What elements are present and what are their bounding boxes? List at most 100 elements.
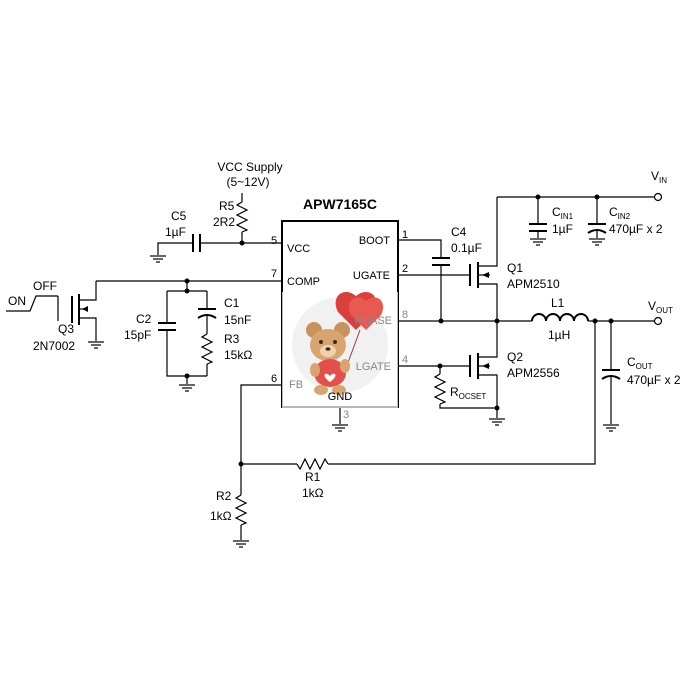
c5-ground-icon: [150, 255, 166, 263]
q3-shutdown-switch: ON OFF Q3 2N7002: [6, 279, 104, 353]
vout-sense-wire: [328, 321, 596, 465]
cout-value: 470µF x 2: [627, 373, 681, 387]
feedback-divider: R1 1kΩ R2 1kΩ: [210, 321, 596, 548]
phase-boot-junction: [438, 318, 444, 324]
r2-ground-icon: [233, 540, 249, 548]
r2-ref: R2: [216, 489, 232, 503]
q1-value: APM2510: [507, 277, 560, 291]
c2-value: 15pF: [124, 328, 151, 342]
q3-value: 2N7002: [33, 339, 75, 353]
cin1-ref: CIN1: [552, 205, 574, 221]
pin-3-number: 3: [343, 409, 349, 421]
q3-ground-icon: [88, 341, 104, 349]
bear-nose: [325, 347, 331, 351]
q1-source-wire: [478, 283, 498, 321]
q3-arrow: [82, 306, 88, 312]
bear-muzzle: [320, 345, 336, 357]
q2-source-wire: [478, 374, 498, 418]
vout-terminal: [653, 316, 663, 326]
r1-ref: R1: [305, 470, 321, 484]
fb-pin-wire: [240, 384, 282, 495]
r3-value: 15kΩ: [224, 348, 252, 362]
q2-ref: Q2: [507, 350, 523, 364]
phase-and-output: L1 1µH VOUT COUT 470µF x 2: [398, 296, 681, 432]
pin-gnd-label-overlay: GND: [328, 391, 353, 403]
vin-label-sub: IN: [659, 176, 667, 185]
cout-ref-main: C: [627, 355, 636, 369]
vin-rail: VIN CIN1 1µF CIN2 470µF x 2: [497, 169, 667, 246]
q1-ref: Q1: [507, 261, 523, 275]
boot-wire: [398, 239, 442, 258]
pin-8-number: 8: [402, 309, 408, 321]
l1-ref: L1: [551, 296, 565, 310]
fb-junction: [238, 461, 244, 467]
teddy-bear-with-balloons-icon: [282, 291, 398, 408]
vout-label-sub: OUT: [656, 306, 673, 315]
cin2-ref: CIN2: [609, 205, 631, 221]
c5-ground-wire: [157, 242, 193, 255]
on-off-signal-wire: [6, 295, 58, 312]
q3-drain-wire: [79, 281, 97, 301]
cin2-value: 470µF x 2: [609, 222, 663, 236]
r3-ref: R3: [224, 332, 240, 346]
cin1-ground-icon: [530, 238, 546, 246]
q2-drain-wire: [478, 321, 498, 358]
r1-resistor: [296, 457, 329, 471]
rocset-bottom-wire: [439, 404, 497, 409]
r2-value: 1kΩ: [210, 509, 232, 523]
r5-value: 2R2: [213, 215, 235, 229]
bear-arm-left: [310, 363, 320, 377]
vout-label: VOUT: [648, 299, 673, 315]
cout-ref-sub: OUT: [636, 362, 653, 371]
cin2-ref-main: C: [609, 205, 618, 219]
cout-ref: COUT: [627, 355, 653, 371]
cin1-ref-main: C: [552, 205, 561, 219]
r3-resistor: [200, 333, 214, 365]
rocset-resistor: [433, 373, 447, 405]
r2-resistor: [234, 494, 248, 526]
r1-value: 1kΩ: [302, 486, 324, 500]
q2-ground-icon: [489, 418, 505, 426]
r5-resistor: [235, 201, 249, 233]
q2-value: APM2556: [507, 366, 560, 380]
pin-1-number: 1: [402, 229, 408, 241]
pin-5-number: 5: [271, 235, 277, 247]
vout-label-main: V: [648, 299, 656, 313]
rocset-junction: [494, 405, 500, 411]
cin2-ground-icon: [589, 238, 605, 246]
bear-shirt: [314, 359, 346, 387]
pin-phase-label-overlay: PHASE: [355, 315, 392, 327]
vcc-supply-network: VCC Supply (5~12V) R5 2R2 C5 1µF: [150, 160, 283, 263]
bear-leg-right: [332, 385, 346, 395]
l1-value: 1µH: [548, 328, 570, 342]
vcc-supply-label: VCC Supply: [217, 160, 282, 174]
bear-eye-left: [319, 340, 323, 344]
c4-value: 0.1µF: [451, 241, 482, 255]
ic-ground: [332, 407, 348, 432]
switch-on-label: ON: [8, 294, 26, 308]
vcc-supply-range: (5~12V): [226, 175, 269, 189]
switch-off-label: OFF: [33, 279, 57, 293]
cin1-value: 1µF: [552, 222, 573, 236]
pin-boot-label: BOOT: [359, 235, 390, 247]
vin-label-main: V: [651, 169, 659, 183]
bear-eye-right: [333, 340, 337, 344]
vcc-junction: [239, 240, 245, 246]
bear-arm-right: [340, 359, 350, 373]
pin-7-number: 7: [271, 268, 277, 280]
l1-inductor: [531, 313, 589, 322]
bear-shirt-heart: [324, 373, 336, 382]
heart-balloon-front: [348, 297, 384, 330]
pin-lgate-label-overlay: LGATE: [356, 361, 391, 373]
cout-ground-icon: [603, 424, 619, 432]
boot-capacitor: C4 0.1µF: [398, 225, 482, 321]
c2-bottom-wire: [166, 330, 207, 377]
pin-comp-label: COMP: [287, 276, 320, 288]
c1-value: 15nF: [224, 313, 251, 327]
vin-terminal: [653, 192, 663, 202]
pin-4-number: 4: [402, 354, 408, 366]
ic-ground-icon: [332, 424, 348, 432]
ic-name: APW7165C: [303, 196, 377, 212]
rocset-ref: ROCSET: [450, 385, 486, 401]
